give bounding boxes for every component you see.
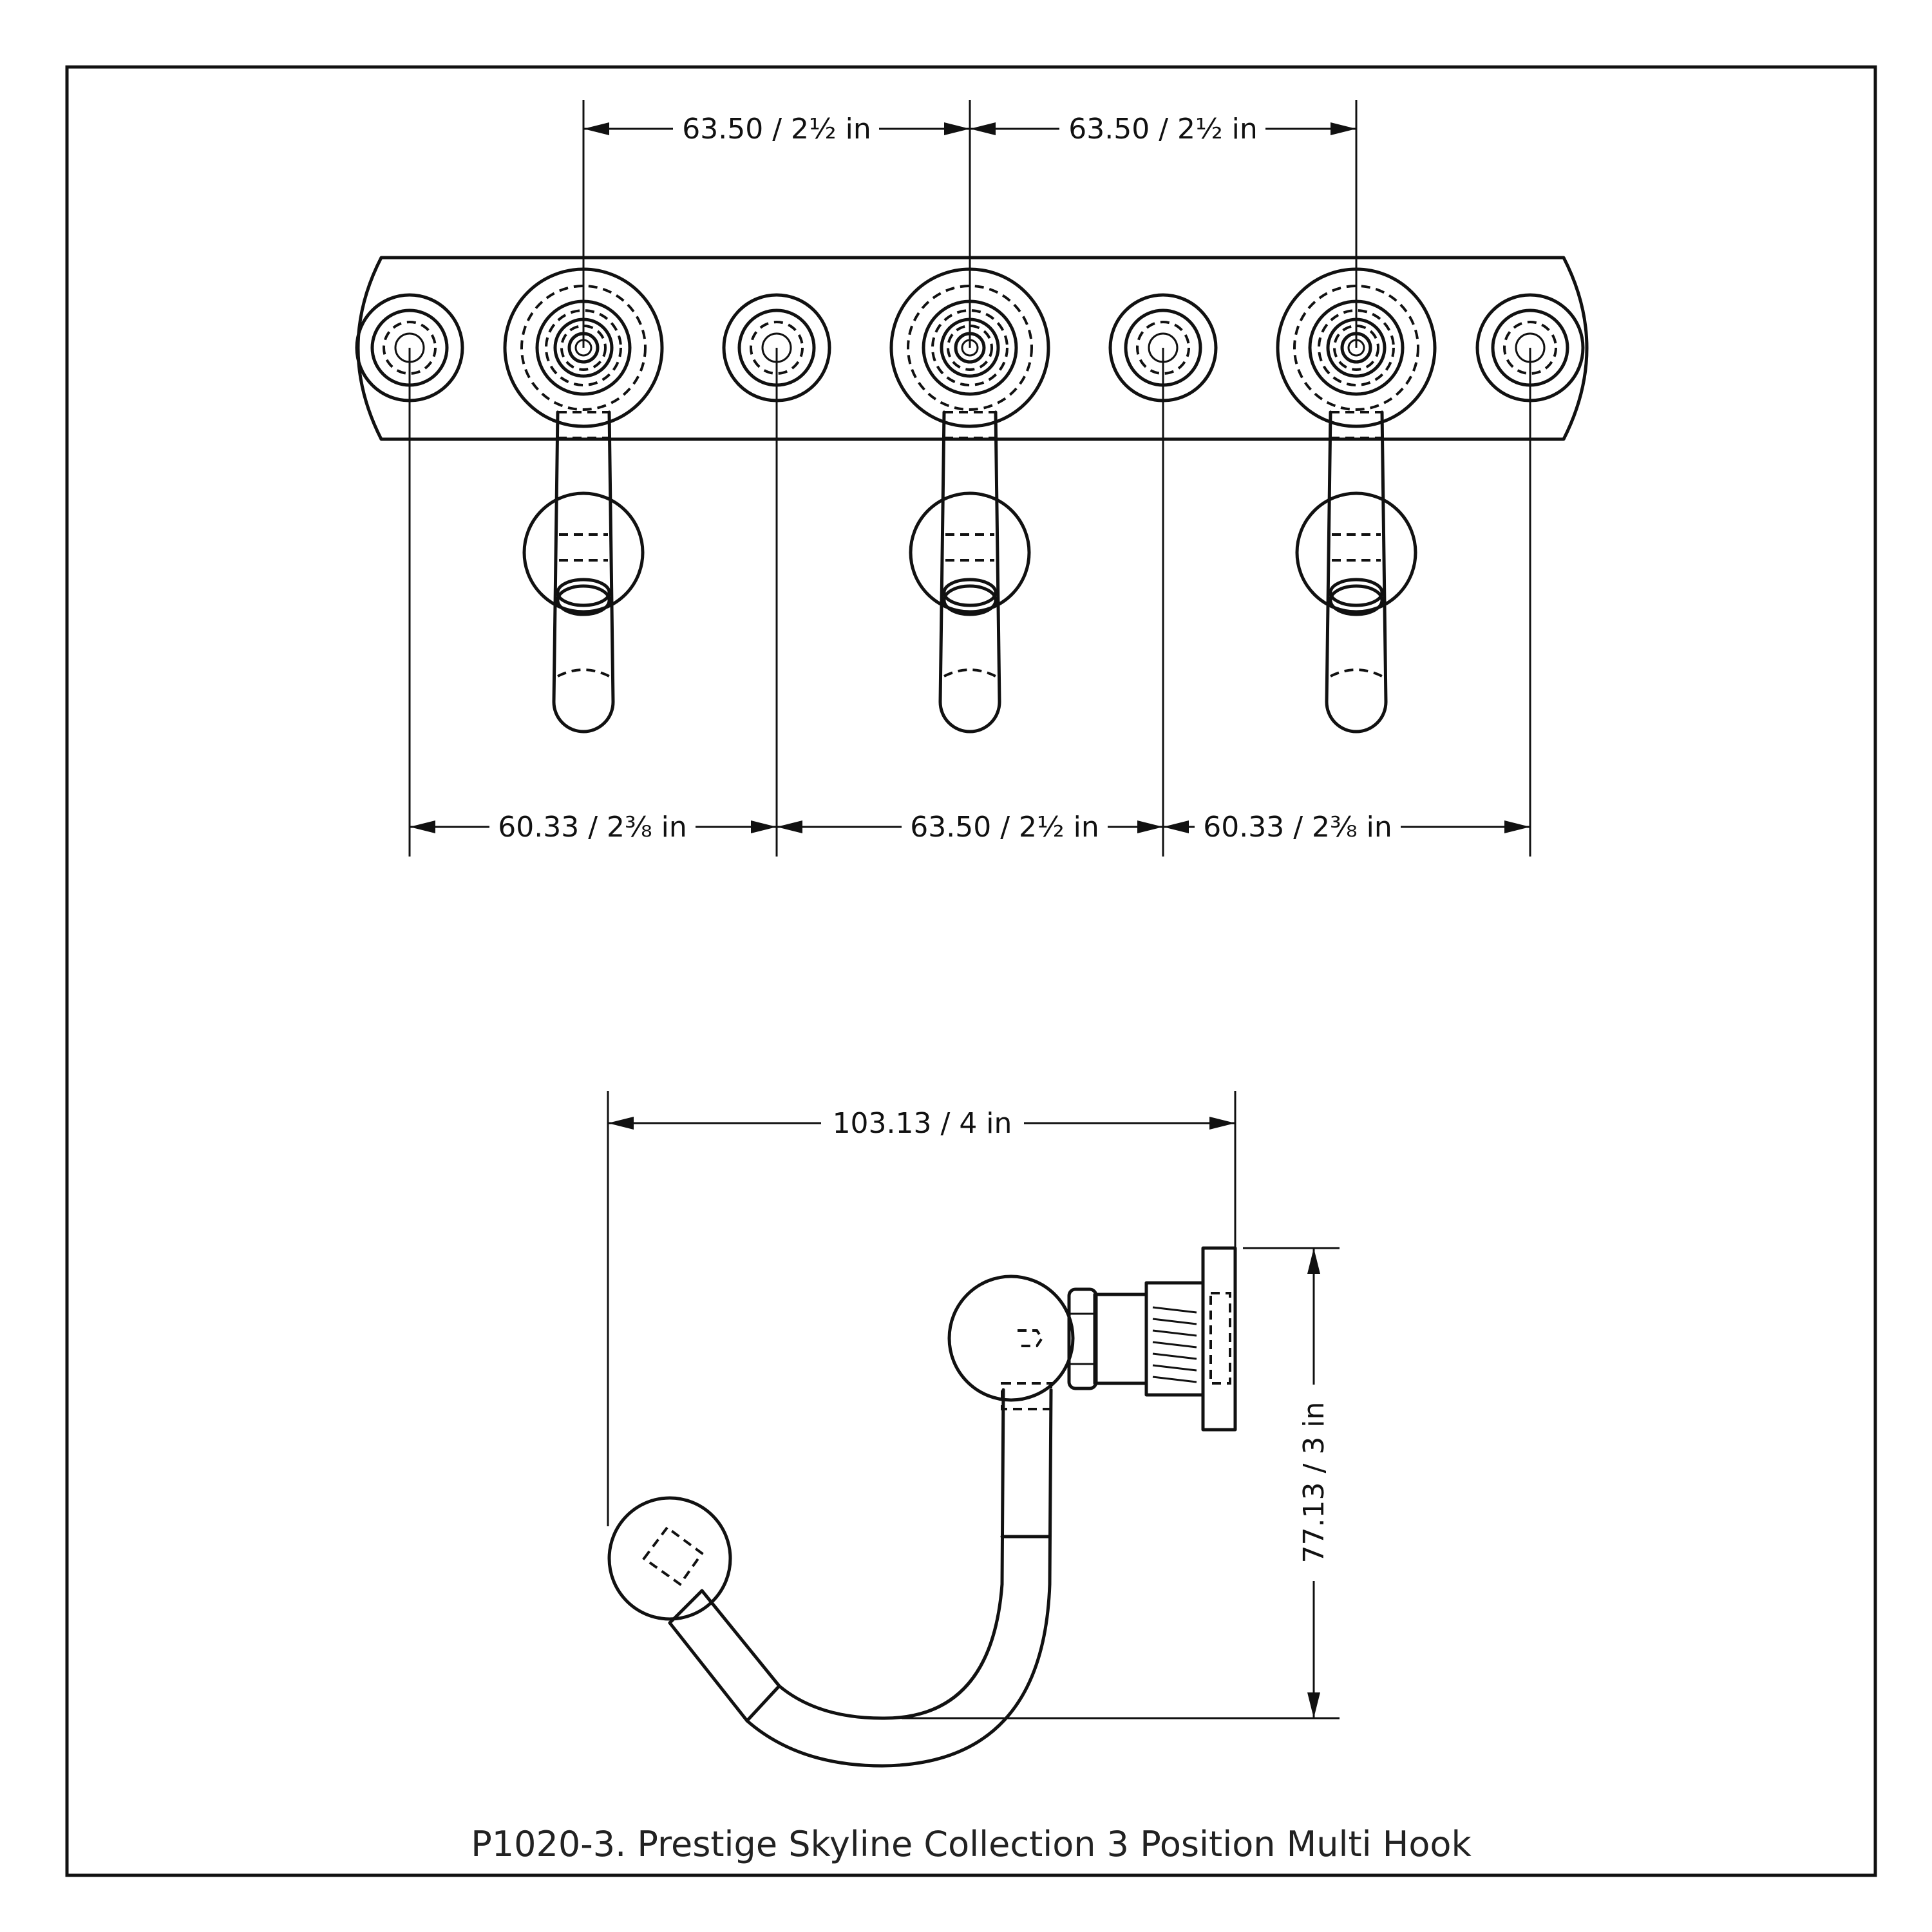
dim-bottom-right: 60.33 / 2⅜ in bbox=[1203, 811, 1392, 844]
dim-bottom-middle: 63.50 / 2½ in bbox=[910, 811, 1099, 844]
side-view: 103.13 / 4 in 77.13 / 3 in bbox=[607, 1091, 1340, 1768]
dim-top-left: 63.50 / 2½ in bbox=[682, 113, 871, 146]
hook-tip bbox=[607, 1496, 732, 1621]
dim-side-width: 103.13 / 4 in bbox=[833, 1107, 1012, 1140]
dim-side-height: 77.13 / 3 in bbox=[1298, 1402, 1331, 1564]
dim-bottom-left: 60.33 / 2⅜ in bbox=[498, 811, 687, 844]
front-view: 63.50 / 2½ in 63.50 / 2½ in 60.33 / 2⅜ i… bbox=[356, 100, 1589, 857]
hook-arm bbox=[700, 1388, 1005, 1720]
backplate bbox=[356, 256, 1589, 441]
dim-top-right: 63.50 / 2½ in bbox=[1068, 113, 1258, 146]
hook-ball bbox=[947, 1274, 1075, 1402]
drawing-caption: P1020-3. Prestige Skyline Collection 3 P… bbox=[471, 1824, 1472, 1864]
drawing-frame bbox=[65, 65, 1877, 1877]
